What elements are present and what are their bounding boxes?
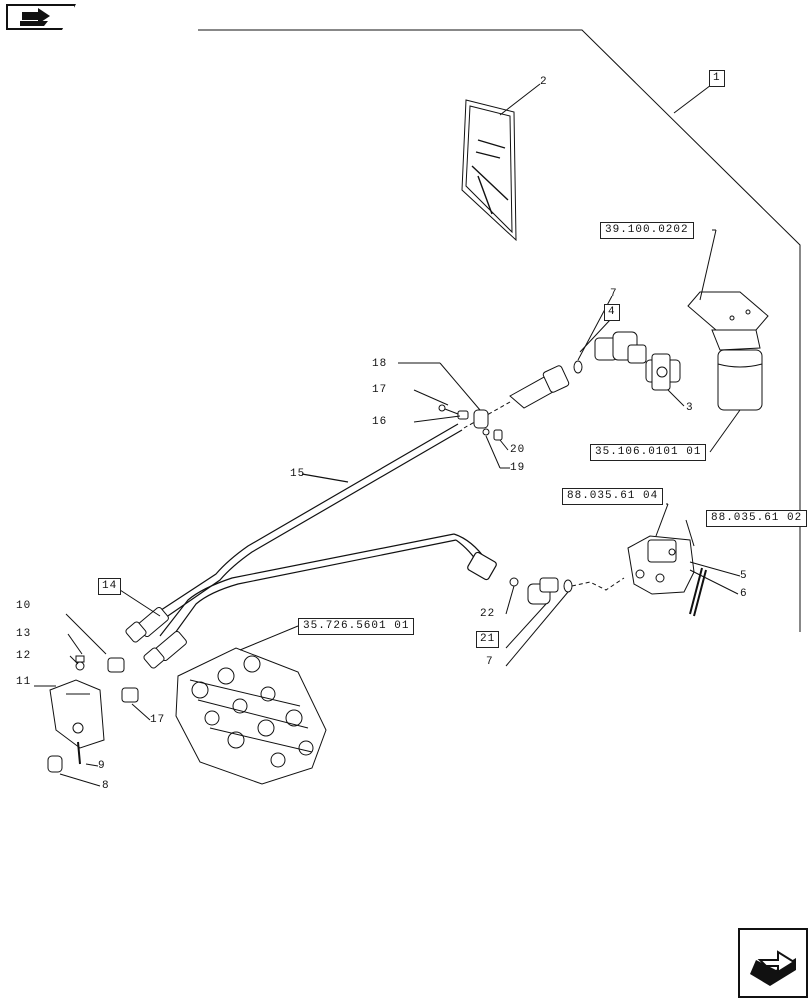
o-ring-upper xyxy=(573,360,583,374)
mounting-bracket xyxy=(34,633,105,787)
hose-fittings xyxy=(65,589,187,721)
manual-booklet xyxy=(461,83,541,242)
control-valve xyxy=(175,625,327,785)
next-page-button[interactable] xyxy=(738,928,808,998)
assembly-bracket xyxy=(198,29,801,632)
valve-block xyxy=(627,503,741,617)
callout-15[interactable]: 15 xyxy=(290,468,306,480)
callout-20[interactable]: 20 xyxy=(510,444,526,456)
callout-1[interactable]: 1 xyxy=(709,70,725,87)
previous-page-icon xyxy=(20,8,50,26)
lower-elbow xyxy=(505,577,625,667)
callout-4[interactable]: 4 xyxy=(604,304,620,321)
callout-13[interactable]: 13 xyxy=(16,628,32,640)
reference-39-100-0202[interactable]: 39.100.0202 xyxy=(600,222,694,239)
reference-35-106-0101-01[interactable]: 35.106.0101 01 xyxy=(590,444,707,461)
callout-12[interactable]: 12 xyxy=(16,650,32,662)
callout-9[interactable]: 9 xyxy=(98,760,106,772)
callout-11[interactable]: 11 xyxy=(16,676,32,688)
reference-35-726-5601-01[interactable]: 35.726.5601 01 xyxy=(298,618,415,635)
reference-88-035-61-02[interactable]: 88.035.61 02 xyxy=(706,510,808,527)
elbow-fitting xyxy=(579,311,647,364)
reference-88-035-61-04[interactable]: 88.035.61 04 xyxy=(562,488,664,505)
callout-17-lower[interactable]: 17 xyxy=(150,714,166,726)
callout-8[interactable]: 8 xyxy=(102,780,110,792)
coupler-adapter xyxy=(463,365,570,429)
callout-6[interactable]: 6 xyxy=(740,588,748,600)
callout-10[interactable]: 10 xyxy=(16,600,32,612)
callout-7-lower[interactable]: 7 xyxy=(486,656,494,668)
callout-17-upper[interactable]: 17 xyxy=(372,384,388,396)
callout-21[interactable]: 21 xyxy=(476,631,500,648)
callout-2[interactable]: 2 xyxy=(540,76,548,88)
callout-22[interactable]: 22 xyxy=(480,608,496,620)
callout-3[interactable]: 3 xyxy=(686,402,694,414)
callout-16[interactable]: 16 xyxy=(372,416,388,428)
callout-7-upper[interactable]: 7 xyxy=(610,288,618,300)
callout-18[interactable]: 18 xyxy=(372,358,388,370)
previous-page-button[interactable] xyxy=(6,4,76,30)
tee-fitting xyxy=(645,353,685,407)
next-page-icon xyxy=(750,950,796,986)
hydraulic-tubes xyxy=(151,423,497,641)
callout-14[interactable]: 14 xyxy=(98,578,122,595)
pipe-clamp xyxy=(398,362,510,469)
callout-19[interactable]: 19 xyxy=(510,462,526,474)
filter-assembly xyxy=(687,229,769,453)
callout-5[interactable]: 5 xyxy=(740,570,748,582)
